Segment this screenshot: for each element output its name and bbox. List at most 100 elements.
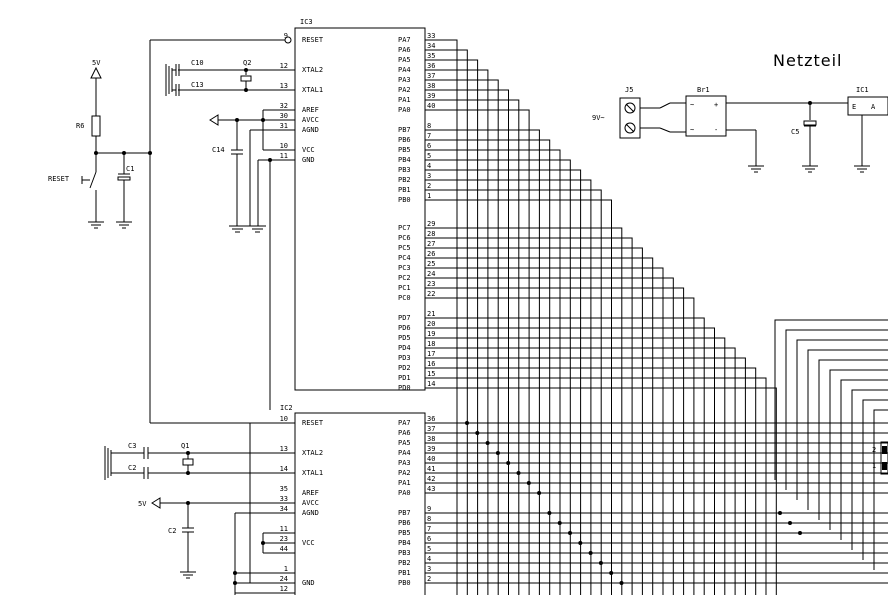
ic2-port-pin-name: PB3 [398, 549, 411, 557]
bus-line [425, 327, 715, 595]
ic3-port-pin-number: 1 [427, 192, 431, 200]
ic3-port-pin-number: 21 [427, 310, 435, 318]
tilde-label-2: ~ [690, 126, 694, 134]
bus-line [425, 347, 736, 595]
q1-label: Q1 [181, 442, 189, 450]
off-page-line [862, 399, 888, 560]
bus-line [425, 357, 746, 595]
ic2-pin-name: RESET [302, 419, 324, 427]
junction-dot [475, 431, 480, 435]
off-page-line [807, 349, 888, 510]
c5-label: C5 [791, 128, 799, 136]
ic2-port-pin-number: 6 [427, 535, 431, 543]
ic3-port-pin-name: PC7 [398, 224, 411, 232]
bus-line [425, 99, 520, 595]
ic3-port-pin-number: 27 [427, 240, 435, 248]
vcc-arrow-icon [151, 497, 161, 509]
off-page-line [774, 319, 888, 480]
bus-line [425, 237, 633, 595]
junction-dot [506, 461, 511, 465]
ic3-port-pin-name: PD2 [398, 364, 411, 372]
q2-label: Q2 [243, 59, 251, 67]
ic2-port-pin-number: 9 [427, 505, 431, 513]
ic2-pin-number: 35 [280, 485, 288, 493]
ic2-port-pin-name: PA2 [398, 469, 411, 477]
ground-icon [88, 221, 104, 229]
ic1-a-label: A [871, 103, 876, 111]
ic3-port-pin-number: 6 [427, 142, 431, 150]
ic3-port-pin-name: PC5 [398, 244, 411, 252]
ic2-pin-number: 14 [280, 465, 288, 473]
bus-line [425, 287, 685, 595]
capacitor-c1 [117, 176, 131, 181]
ic3-port-pin-number: 38 [427, 82, 435, 90]
off-page-line [818, 359, 888, 520]
vcc-5v-label-2: 5V [138, 500, 147, 508]
bus-line [425, 109, 530, 595]
junction-dot [537, 491, 542, 495]
ic3-pin-name: VCC [302, 146, 315, 154]
ic3-pin-number: 11 [280, 152, 288, 160]
ic3-port-pin-number: 33 [427, 32, 435, 40]
ic2-port-pin-name: PA0 [398, 489, 411, 497]
ic3-label: IC3 [300, 18, 313, 26]
right-connector: 2 1 [872, 441, 888, 475]
ic3-pin-name: RESET [302, 36, 324, 44]
bus-line [425, 257, 654, 595]
junction-dot [485, 441, 490, 445]
ground-icon [116, 221, 132, 229]
ic2-support-circuit: C3 C2 Q1 5V C2 [104, 423, 295, 595]
ic3-port-pin-name: PC0 [398, 294, 411, 302]
ic2-pin-name: AVCC [302, 499, 319, 507]
bus-line [425, 367, 757, 595]
ic2-pin-number: 13 [280, 445, 288, 453]
ic3-port-pin-number: 36 [427, 62, 435, 70]
ic3-power-circuit: C14 [209, 109, 295, 410]
bus-line [425, 39, 458, 595]
ic2-port-pin-name: PB7 [398, 509, 411, 517]
capacitor-c5 [803, 120, 817, 126]
ic3-port-pin-number: 39 [427, 92, 435, 100]
c14-label: C14 [212, 146, 225, 154]
junction-dot [516, 471, 521, 475]
ic3-port-pin-name: PD0 [398, 384, 411, 392]
off-page-line [796, 339, 888, 500]
ic3-port-pin-number: 34 [427, 42, 435, 50]
ic2-pin-name: GND [302, 579, 315, 587]
ic3-port-pin-name: PD6 [398, 324, 411, 332]
ic3-pin-number: 9 [284, 32, 288, 40]
ground-icon [802, 165, 818, 173]
ic2-port-pin-number: 36 [427, 415, 435, 423]
junction-dot [619, 581, 624, 585]
ic3-port-pin-name: PD4 [398, 344, 411, 352]
ic3-port-pin-number: 5 [427, 152, 431, 160]
ic2-port-pin-name: PB0 [398, 579, 411, 587]
ic3-port-pin-number: 25 [427, 260, 435, 268]
off-page-line [840, 379, 888, 540]
ic3-port-pin-number: 17 [427, 350, 435, 358]
bus-line [425, 247, 643, 595]
minus-label: - [714, 126, 718, 134]
ic2-pin-number: 33 [280, 495, 288, 503]
bus-line [425, 337, 726, 595]
ic3-pin-number: 32 [280, 102, 288, 110]
bus-line [425, 387, 777, 595]
ic3-port-pin-name: PD7 [398, 314, 411, 322]
ic1-e-label: E [852, 103, 856, 111]
ic3-port-pin-number: 40 [427, 102, 435, 110]
connector-j5 [619, 97, 641, 139]
ic3-port-pin-name: PC3 [398, 264, 411, 272]
ic3-port-pin-name: PB2 [398, 176, 411, 184]
ic2-pin-name: XTAL2 [302, 449, 323, 457]
bus-wires [425, 39, 888, 595]
ic2-pin-number: 23 [280, 535, 288, 543]
ic3-port-pin-name: PB1 [398, 186, 411, 194]
bus-line [425, 169, 582, 595]
ic3-pin-name: AVCC [302, 116, 319, 124]
bus-line [425, 89, 509, 595]
ic2-pin-name: AGND [302, 509, 319, 517]
ic3-pin-number: 10 [280, 142, 288, 150]
ic2-port-pin-number: 43 [427, 485, 435, 493]
